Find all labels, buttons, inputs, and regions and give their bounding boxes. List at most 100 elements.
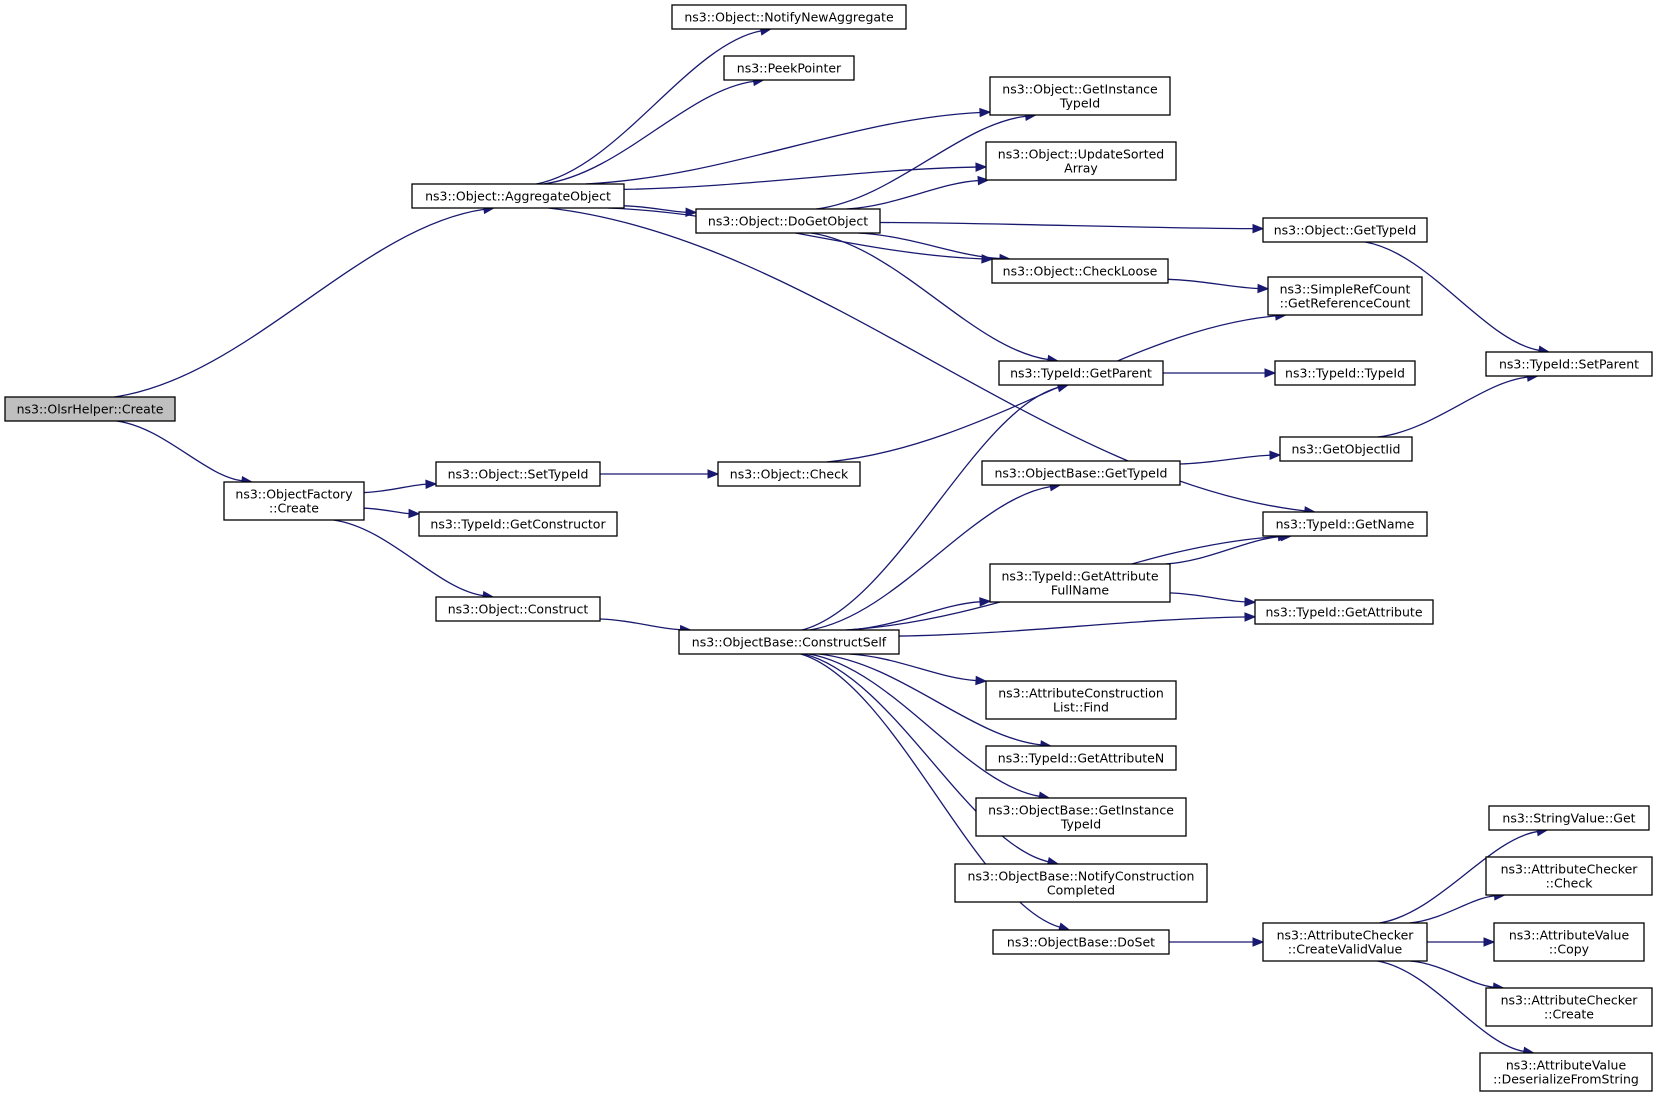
node-get-constructor[interactable]: ns3::TypeId::GetConstructor <box>418 511 618 537</box>
node-label: ns3::AttributeValue <box>1506 1058 1627 1073</box>
node-box <box>1279 436 1413 462</box>
arrowhead-get_attr_fullname-to-typeid_get_attr <box>1244 597 1257 607</box>
edge-get_attr_fullname-to-typeid_get_name <box>1165 535 1282 565</box>
node-object-check[interactable]: ns3::Object::Check <box>717 461 861 487</box>
node-label: ns3::TypeId::GetConstructor <box>430 517 606 532</box>
node-label: ns3::TypeId::TypeId <box>1285 366 1405 381</box>
edge-construct_self-to-get_attr_fullname <box>848 601 981 631</box>
edge-do_get_object-to-typeid_get_parent <box>811 232 1049 361</box>
node-get-ref-count[interactable]: ns3::SimpleRefCount::GetReferenceCount <box>1267 276 1423 316</box>
node-label: ns3::Object::UpdateSorted <box>998 147 1164 162</box>
node-box <box>992 929 1170 955</box>
node-label: ns3::ObjectFactory <box>235 487 353 502</box>
edge-do_get_object-to-check_loose <box>858 232 1000 260</box>
node-label: ::Create <box>269 501 319 516</box>
node-label: ns3::SimpleRefCount <box>1280 282 1411 297</box>
edge-construct_self-to-typeid_get_attr <box>898 616 1246 637</box>
node-label: ns3::TypeId::GetAttribute <box>1265 605 1422 620</box>
edge-object_construct-to-construct_self <box>599 618 681 631</box>
node-label: ns3::Object::CheckLoose <box>1003 264 1158 279</box>
node-label: ns3::Object::SetTypeId <box>448 467 589 482</box>
node-check-loose[interactable]: ns3::Object::CheckLoose <box>991 258 1169 284</box>
node-notify-construction[interactable]: ns3::ObjectBase::NotifyConstructionCompl… <box>954 863 1208 903</box>
node-label: ns3::OlsrHelper::Create <box>17 402 164 417</box>
node-box <box>1485 351 1653 377</box>
node-create-valid-value[interactable]: ns3::AttributeChecker::CreateValidValue <box>1262 922 1428 962</box>
node-typeid-typeid[interactable]: ns3::TypeId::TypeId <box>1274 360 1416 386</box>
node-construct-self[interactable]: ns3::ObjectBase::ConstructSelf <box>678 629 900 655</box>
node-do-get-object[interactable]: ns3::Object::DoGetObject <box>695 208 881 234</box>
node-label: ::Check <box>1546 876 1594 891</box>
node-typeid-get-parent[interactable]: ns3::TypeId::GetParent <box>998 360 1164 386</box>
arrowhead-objbase_get_typeid-to-get_object_iid <box>1269 450 1282 460</box>
node-label: ns3::AttributeChecker <box>1277 928 1415 943</box>
node-box <box>1488 805 1650 831</box>
node-label: ns3::TypeId::GetAttribute <box>1001 569 1158 584</box>
node-string-value-get[interactable]: ns3::StringValue::Get <box>1488 805 1650 831</box>
arrowhead-set_typeid-to-object_check <box>707 469 720 479</box>
node-box <box>985 680 1177 720</box>
arrowhead-aggregate-to-update_sorted <box>975 162 988 172</box>
edge-get_attr_fullname-to-typeid_get_attr <box>1169 592 1246 603</box>
node-typeid-get-attr[interactable]: ns3::TypeId::GetAttribute <box>1254 599 1434 625</box>
node-typeid-set-parent[interactable]: ns3::TypeId::SetParent <box>1485 351 1653 377</box>
node-get-attr-n[interactable]: ns3::TypeId::GetAttributeN <box>985 745 1177 771</box>
node-label: ns3::Object::GetInstance <box>1002 82 1158 97</box>
node-attr-value-copy[interactable]: ns3::AttributeValue::Copy <box>1493 922 1645 962</box>
edge-olsr_create-to-factory_create <box>116 420 243 482</box>
node-label: Completed <box>1047 883 1115 898</box>
node-box <box>723 55 855 81</box>
edge-factory_create-to-set_typeid <box>363 483 427 494</box>
edge-do_get_object-to-obj_get_typeid <box>879 221 1254 230</box>
edge-check_loose-to-get_ref_count <box>1167 278 1259 290</box>
node-label: ::Create <box>1544 1007 1594 1022</box>
node-label: ns3::PeekPointer <box>737 61 842 76</box>
node-set-typeid[interactable]: ns3::Object::SetTypeId <box>435 461 601 487</box>
node-object-construct[interactable]: ns3::Object::Construct <box>435 596 601 622</box>
node-objbase-get-typeid[interactable]: ns3::ObjectBase::GetTypeId <box>981 460 1181 486</box>
edge-construct_self-to-attr_cons_find <box>849 653 977 682</box>
node-box <box>1267 276 1423 316</box>
node-label: ns3::AttributeChecker <box>1501 862 1639 877</box>
node-label: ns3::AttributeChecker <box>1501 993 1639 1008</box>
node-checker-create[interactable]: ns3::AttributeChecker::Create <box>1485 987 1653 1027</box>
node-box <box>678 629 900 655</box>
node-box <box>717 461 861 487</box>
node-label: ns3::ObjectBase::NotifyConstruction <box>968 869 1195 884</box>
node-box <box>435 461 601 487</box>
node-do-set[interactable]: ns3::ObjectBase::DoSet <box>992 929 1170 955</box>
node-notify-new-agg[interactable]: ns3::Object::NotifyNewAggregate <box>671 4 907 30</box>
node-factory-create[interactable]: ns3::ObjectFactory::Create <box>223 481 365 521</box>
node-typeid-get-name[interactable]: ns3::TypeId::GetName <box>1262 511 1428 537</box>
node-aggregate[interactable]: ns3::Object::AggregateObject <box>411 183 625 209</box>
node-box <box>998 360 1164 386</box>
node-label: ns3::Object::Construct <box>448 602 589 617</box>
node-checker-check[interactable]: ns3::AttributeChecker::Check <box>1485 856 1653 896</box>
node-peek-pointer[interactable]: ns3::PeekPointer <box>723 55 855 81</box>
node-label: ns3::GetObjectIid <box>1292 442 1401 457</box>
node-label: ::GetReferenceCount <box>1280 296 1411 311</box>
edge-aggregate-to-peek_pointer <box>543 80 754 185</box>
node-box <box>991 258 1169 284</box>
call-graph-nodes: ns3::OlsrHelper::Create ns3::Object::Aggr… <box>4 4 1653 1092</box>
node-box <box>981 460 1181 486</box>
node-deserialize[interactable]: ns3::AttributeValue::DeserializeFromStri… <box>1479 1052 1653 1092</box>
node-label: ns3::AttributeConstruction <box>998 686 1164 701</box>
node-label: TypeId <box>1060 817 1101 832</box>
arrowhead-construct_self-to-attr_cons_find <box>975 675 988 686</box>
node-box <box>1262 922 1428 962</box>
node-box <box>1479 1052 1653 1092</box>
node-box <box>985 745 1177 771</box>
node-get-object-iid[interactable]: ns3::GetObjectIid <box>1279 436 1413 462</box>
node-obj-get-typeid[interactable]: ns3::Object::GetTypeId <box>1262 217 1428 243</box>
edge-construct_self-to-objbase_get_typeid <box>809 485 1051 631</box>
node-olsr-create[interactable]: ns3::OlsrHelper::Create <box>4 396 176 422</box>
node-box <box>411 183 625 209</box>
node-box <box>671 4 907 30</box>
